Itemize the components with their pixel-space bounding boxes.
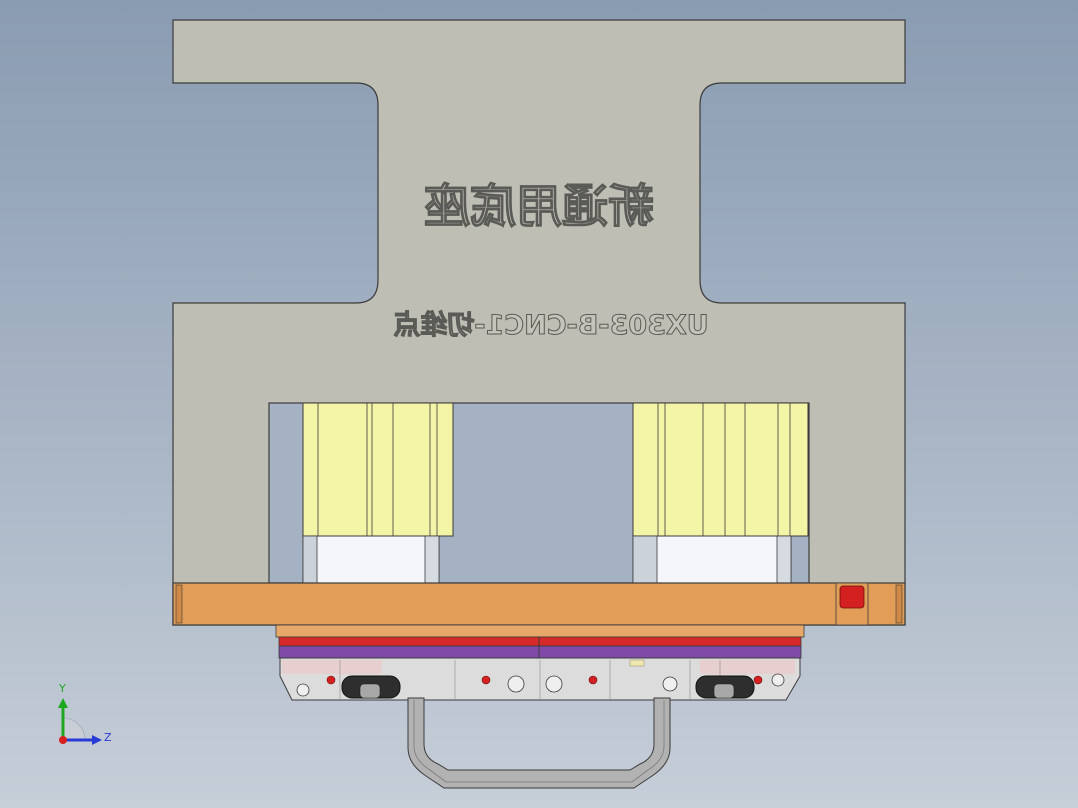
axis-z-label: Z [104, 731, 112, 744]
red-locator-pin[interactable] [839, 585, 865, 609]
fixture-handle[interactable] [407, 697, 671, 789]
right-clamp-block[interactable] [632, 402, 809, 584]
axis-triad-graphic [58, 698, 102, 745]
left-clamp-block[interactable] [302, 402, 454, 584]
orange-plate[interactable] [172, 582, 906, 626]
engraving-title: 新通用底座 [424, 179, 654, 233]
engraving-part-number: UX303-B-CNC1-切维点 [393, 310, 708, 341]
fixture-assembly[interactable] [275, 624, 805, 701]
axis-y-label: Y [59, 682, 66, 695]
axis-triad[interactable]: Y Z [40, 680, 130, 760]
